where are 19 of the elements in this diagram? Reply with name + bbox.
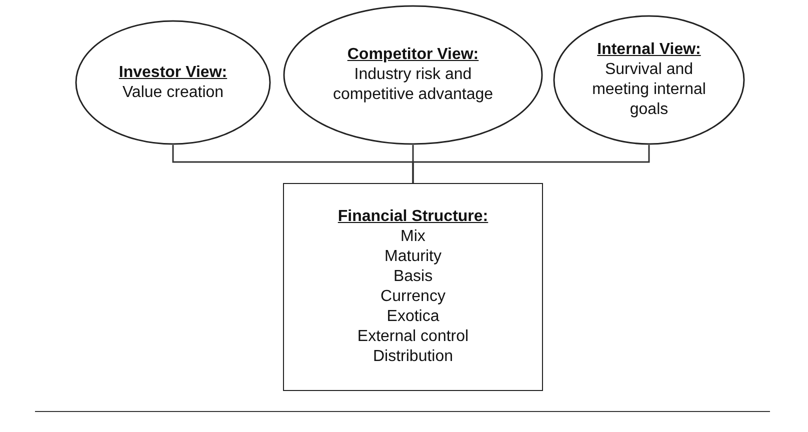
view-ellipse xyxy=(553,15,745,145)
node-text: Distribution xyxy=(372,347,454,367)
node-text: Currency xyxy=(380,287,446,307)
node-heading: Financial Structure: xyxy=(338,207,488,227)
connector-line xyxy=(412,145,650,183)
node-heading: Competitor View: xyxy=(347,45,479,65)
node-text: Value creation xyxy=(122,82,224,102)
node-heading: Investor View: xyxy=(118,62,228,82)
node-text: Industry risk and competitive advantage xyxy=(332,65,494,105)
view-ellipse xyxy=(75,20,271,145)
structure-box xyxy=(283,183,543,391)
view-ellipse xyxy=(283,5,543,145)
node-text: Mix xyxy=(400,227,426,247)
node-text: Basis xyxy=(393,267,433,287)
node-text: Survival and meeting internal goals xyxy=(591,60,707,120)
node-text: Exotica xyxy=(386,307,440,327)
node-text: Maturity xyxy=(384,247,442,267)
node-text: External control xyxy=(357,327,469,347)
node-heading: Internal View: xyxy=(597,40,701,60)
